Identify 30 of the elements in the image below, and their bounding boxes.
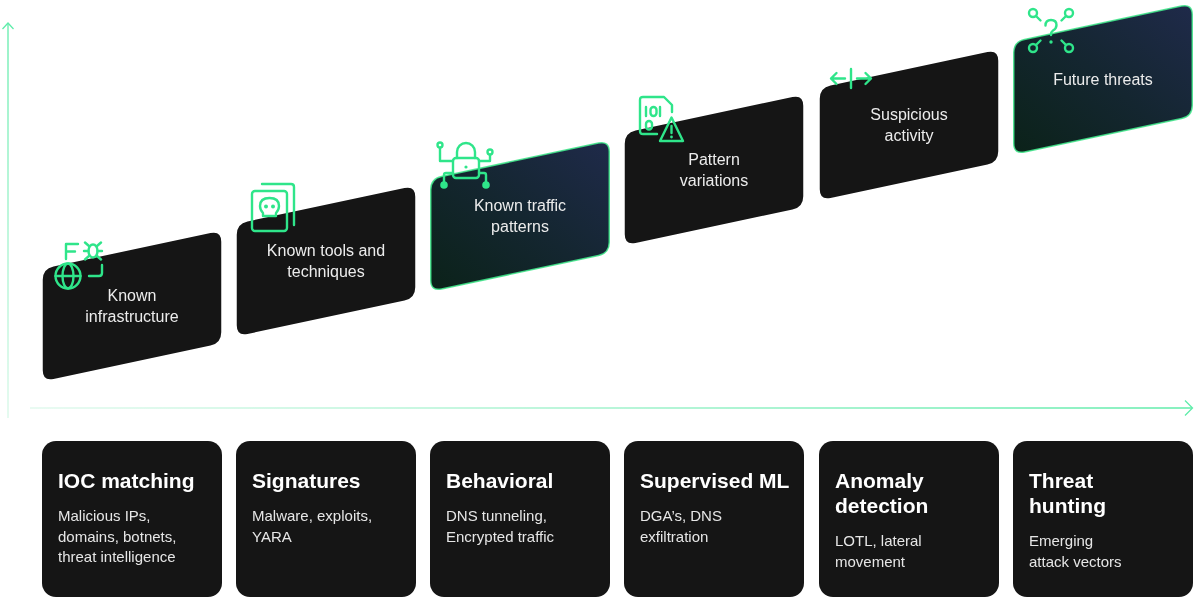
method-title: Supervised ML [640, 468, 791, 493]
stage-card [1013, 3, 1193, 155]
method-title: Anomaly detection [835, 468, 930, 518]
method-description: Malware, exploits, YARA [252, 506, 374, 547]
stage-card [42, 230, 222, 382]
stage-label: Suspicious activity [869, 105, 949, 146]
method-description: Malicious IPs, domains, botnets, threat intelligence [58, 506, 178, 567]
method-title: IOC matching [58, 468, 196, 493]
method-card [236, 441, 416, 597]
method-title: Signatures [252, 468, 362, 493]
method-description: DGA’s, DNS exfiltration [640, 506, 723, 547]
stage-label: Future threats [1053, 69, 1153, 90]
method-description: DNS tunneling, Encrypted traffic [446, 506, 556, 547]
stage-card [819, 49, 999, 201]
stage-card [430, 140, 610, 292]
stage-label: Pattern variations [678, 150, 750, 191]
stage-card [236, 185, 416, 337]
stage-label: Known tools and techniques [265, 241, 387, 282]
method-title: Threat hunting [1029, 468, 1107, 518]
method-title: Behavioral [446, 468, 555, 493]
method-card [42, 441, 222, 597]
method-card [819, 441, 999, 597]
method-card [1013, 441, 1193, 597]
method-card [430, 441, 610, 597]
stage-label: Known infrastructure [84, 286, 180, 327]
stage-label: Known traffic patterns [472, 196, 568, 237]
method-description: LOTL, lateral movement [835, 531, 923, 572]
method-description: Emerging attack vectors [1029, 531, 1123, 572]
stage-card [624, 94, 804, 246]
method-card [624, 441, 804, 597]
